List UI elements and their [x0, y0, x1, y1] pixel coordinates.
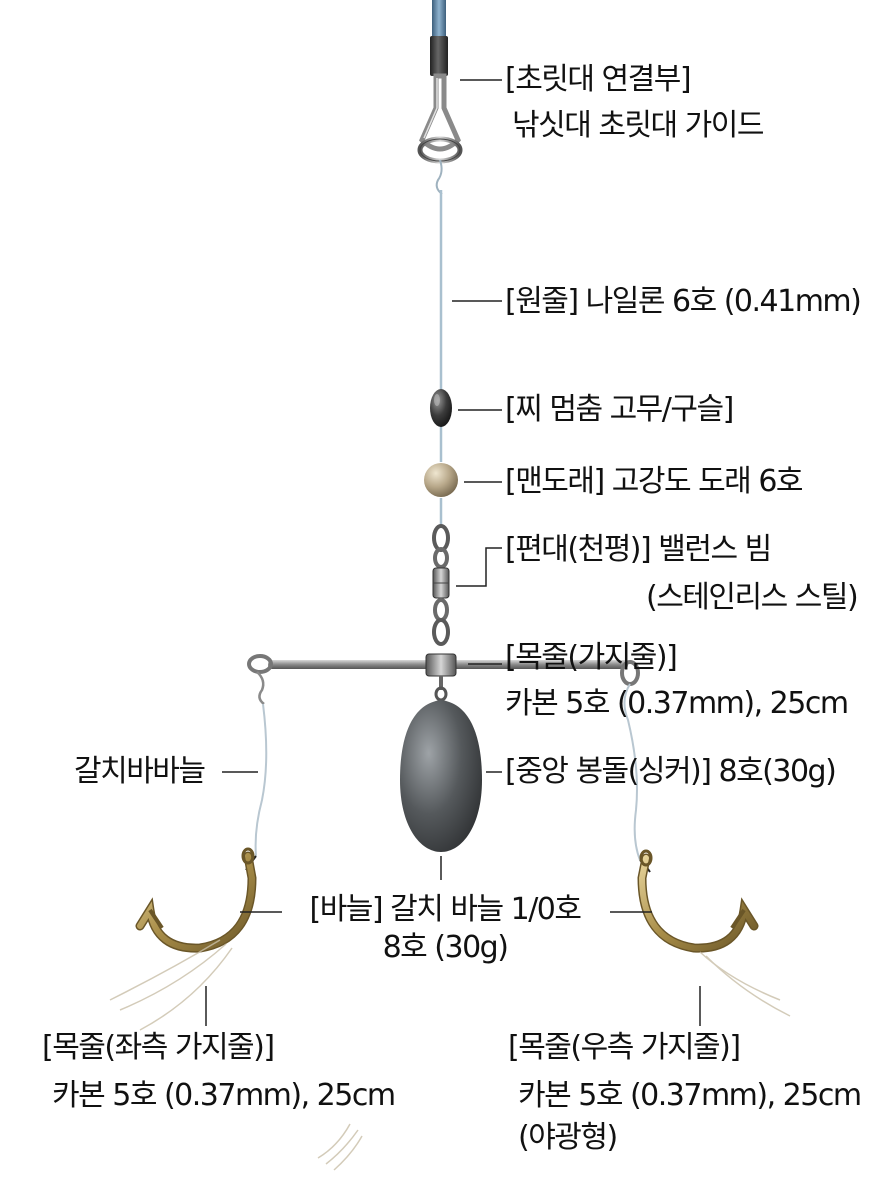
right-hook-icon: [637, 849, 759, 953]
float-stop-label: [찌 멈춤 고무/구슬]: [505, 392, 734, 427]
branch-right-label-1: [목줄(우측 가지줄)]: [508, 1030, 741, 1065]
hook-label-1: [바늘] 갈치 바늘 1/0호: [309, 892, 583, 927]
callout-leaders: [205, 79, 701, 1026]
main-line-label: [원줄] 나일론 6호 (0.41mm): [505, 284, 862, 319]
left-hook-icon: [135, 847, 257, 953]
left-branch-line: [245, 671, 268, 871]
branch-top-label-1: [목줄(가지줄)]: [505, 640, 678, 675]
balance-beam-label-1: [편대(천평)] 밸런스 빔: [505, 532, 772, 567]
main-line: [435, 159, 443, 528]
branch-right-label-3: (야광형): [518, 1120, 618, 1155]
rod-tip: [417, 0, 463, 164]
rod-tip-desc-label: 낚싯대 초릿대 가이드: [512, 108, 764, 143]
bead: [424, 463, 458, 497]
bait-streaks: [109, 939, 791, 1171]
branch-right-label-2: 카본 5호 (0.37mm), 25cm: [518, 1078, 862, 1113]
bead-label: [맨도래] 고강도 도래 6호: [505, 464, 804, 499]
rod-tip-bracket-label: [초릿대 연결부]: [505, 62, 692, 97]
hook-name-label: 갈치바바늘: [74, 754, 206, 789]
branch-top-label-2: 카본 5호 (0.37mm), 25cm: [505, 686, 849, 721]
branch-left-label-2: 카본 5호 (0.37mm), 25cm: [52, 1078, 396, 1113]
float-stop: [430, 389, 452, 427]
swivel: [432, 524, 450, 646]
sinker-label: [중앙 봉돌(싱커)] 8호(30g): [505, 754, 837, 789]
balance-beam-label-2: (스테인리스 스틸): [646, 580, 859, 615]
branch-left-label-1: [목줄(좌측 가지줄)]: [42, 1030, 275, 1065]
sinker: [400, 700, 482, 852]
left-eye-icon: [247, 654, 273, 674]
hook-label-2: 8호 (30g): [382, 930, 509, 965]
